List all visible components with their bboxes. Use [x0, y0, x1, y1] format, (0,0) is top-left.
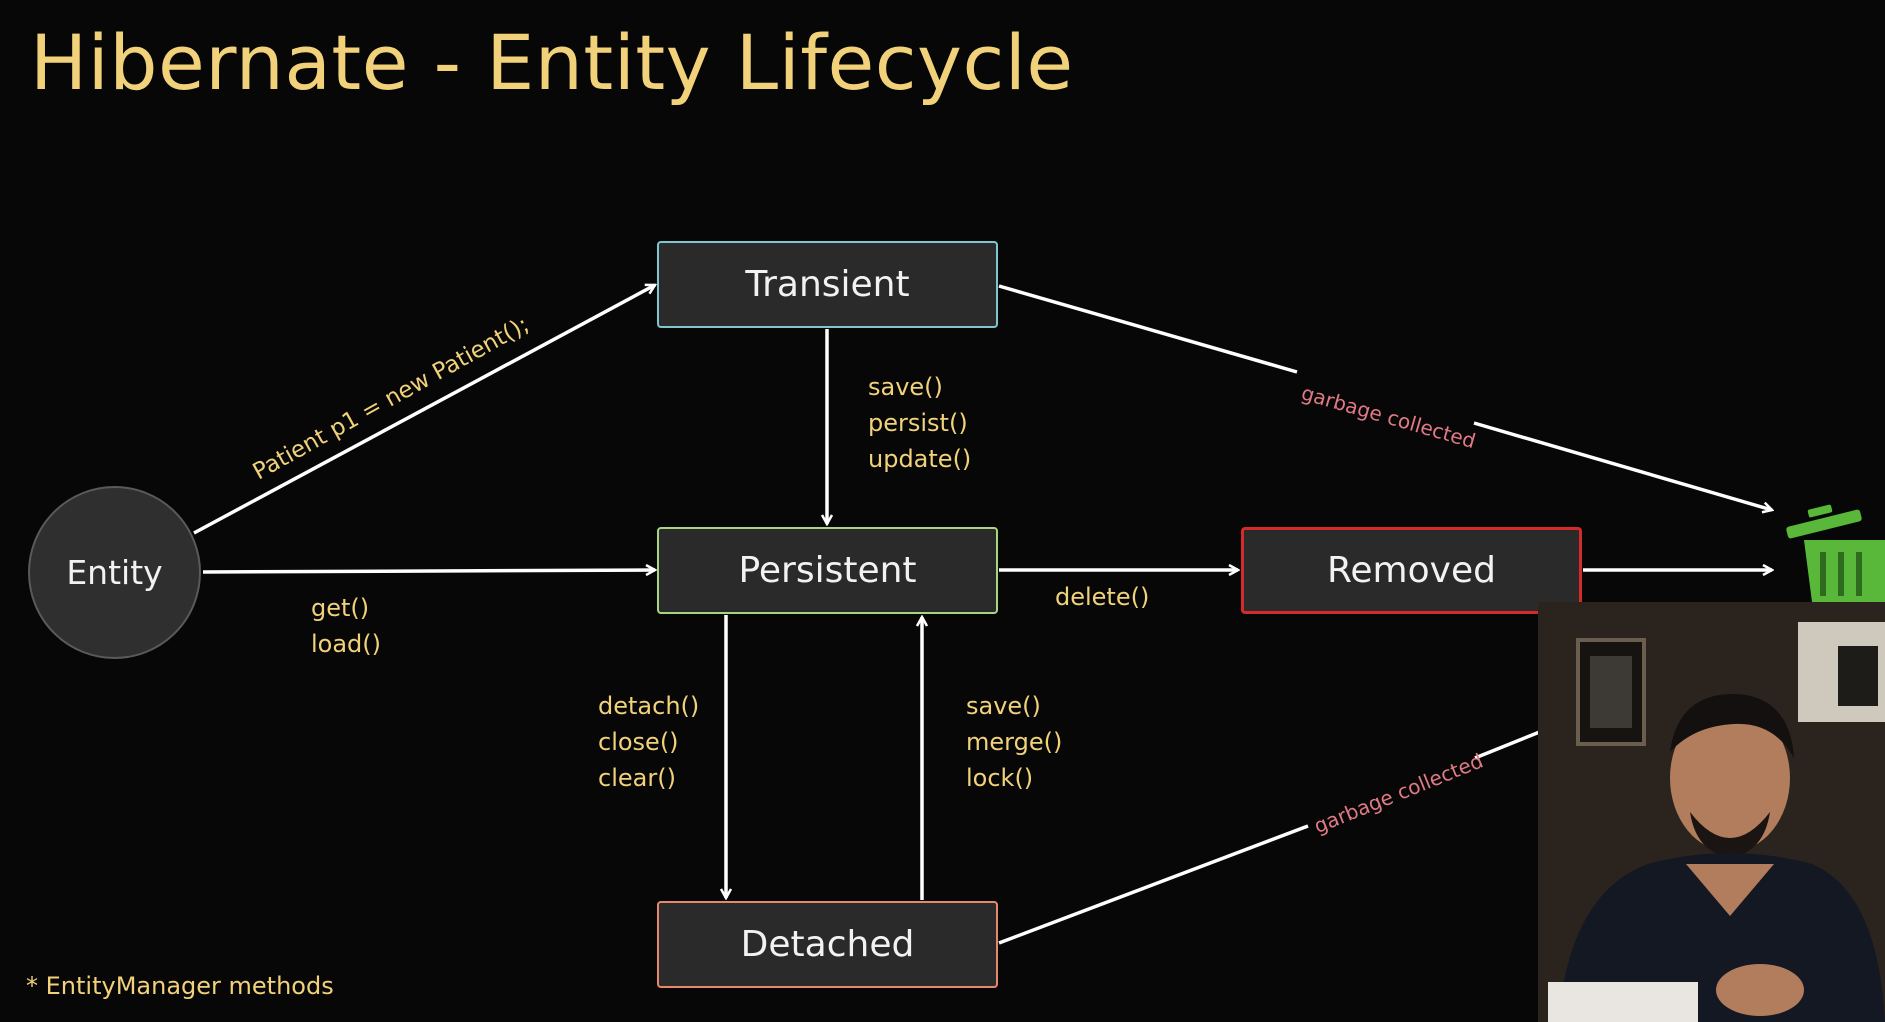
label-merge: merge() — [966, 728, 1063, 756]
edge-detached-trash-a — [998, 824, 1309, 945]
node-removed-label: Removed — [1327, 550, 1496, 591]
node-persistent-label: Persistent — [738, 550, 917, 591]
edge-detached-trash-b — [1474, 729, 1543, 760]
label-get: get() — [311, 594, 370, 622]
node-persistent: Persistent — [657, 527, 998, 614]
node-removed: Removed — [1241, 527, 1582, 614]
label-detach: detach() — [598, 692, 700, 720]
label-load: load() — [311, 630, 382, 658]
edge-transient-trash-a — [998, 284, 1298, 374]
trash-icon — [1786, 504, 1885, 602]
label-save: save() — [868, 373, 943, 401]
node-detached-label: Detached — [740, 924, 915, 965]
label-lock: lock() — [966, 764, 1034, 792]
label-persist: persist() — [868, 409, 968, 437]
label-clear: clear() — [598, 764, 676, 792]
edge-entity-transient — [193, 283, 655, 535]
node-entity: Entity — [28, 486, 201, 659]
footnote: * EntityManager methods — [26, 972, 334, 1000]
node-transient-label: Transient — [745, 264, 910, 305]
node-entity-label: Entity — [66, 553, 163, 592]
page-title: Hibernate - Entity Lifecycle — [30, 18, 1074, 107]
label-close: close() — [598, 728, 679, 756]
edge-entity-persistent — [202, 570, 655, 572]
node-transient: Transient — [657, 241, 998, 328]
label-detached-to-persistent: save() merge() lock() — [966, 688, 1062, 796]
presenter-image — [1538, 602, 1885, 1022]
label-update: update() — [868, 445, 972, 473]
presenter-webcam — [1538, 602, 1885, 1022]
edge-transient-trash-b — [1473, 421, 1772, 510]
label-persistent-to-detached: detach() close() clear() — [598, 688, 699, 796]
label-transient-to-persistent: save() persist() update() — [868, 369, 971, 477]
label-get-load: get() load() — [311, 590, 381, 662]
label-delete: delete() — [1055, 583, 1150, 611]
label-save-2: save() — [966, 692, 1041, 720]
node-detached: Detached — [657, 901, 998, 988]
